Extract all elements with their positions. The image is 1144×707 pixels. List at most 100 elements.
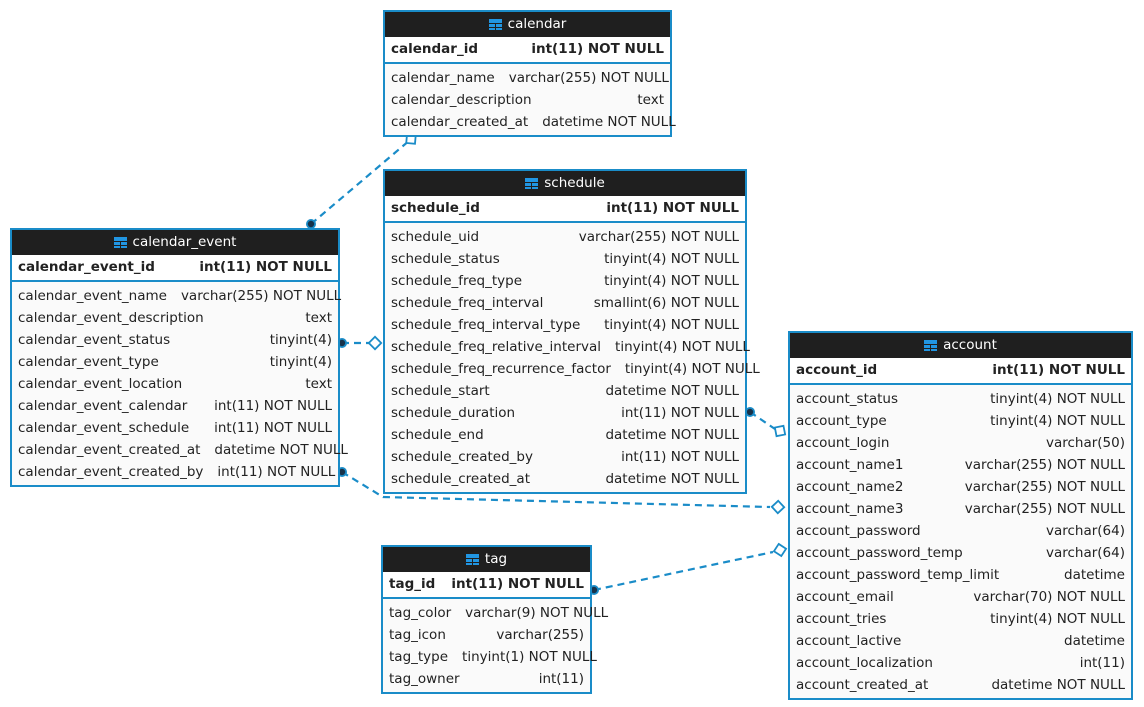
relationship-target-diamond [772, 542, 788, 558]
field-name: tag_owner [389, 671, 460, 687]
field-type: varchar(255) NOT NULL [964, 479, 1125, 495]
field-type: datetime NOT NULL [991, 677, 1125, 693]
field-name: calendar_event_status [18, 332, 171, 348]
entity-header[interactable]: calendar [385, 12, 670, 37]
field-name: account_lactive [796, 633, 902, 649]
entity-name: tag [484, 551, 508, 567]
field-type: int(11) NOT NULL [199, 259, 332, 275]
field-type: int(11) NOT NULL [217, 464, 336, 480]
relationship-tag-account[interactable] [589, 542, 788, 595]
field-name: tag_color [389, 605, 452, 621]
field-name: account_email [796, 589, 894, 605]
entity-table-calendar_event[interactable]: calendar_event calendar_event_id int(11) N… [10, 228, 348, 487]
field-type: tinyint(4) [269, 332, 332, 348]
field-type: text [305, 310, 332, 326]
field-name: account_localization [796, 655, 933, 671]
table-icon [113, 237, 127, 248]
entity-header[interactable]: tag [383, 547, 590, 572]
field-name: calendar_event_schedule [18, 420, 190, 436]
field-name: account_password [796, 523, 921, 539]
field-type: varchar(255) NOT NULL [964, 501, 1125, 517]
field-type: tinyint(4) NOT NULL [615, 339, 750, 355]
field-name: schedule_created_by [391, 449, 533, 465]
field-name: account_tries [796, 611, 887, 627]
field-row: account_name1 varchar(255) NOT NULL [790, 454, 1131, 476]
field-type: tinyint(4) NOT NULL [990, 611, 1125, 627]
field-row: calendar_event_created_by int(11) NOT NUL… [12, 461, 338, 483]
field-type: varchar(255) NOT NULL [964, 457, 1125, 473]
entity-header[interactable]: calendar_event [12, 230, 338, 255]
relationship-target-diamond [367, 335, 383, 351]
field-name: calendar_event_type [18, 354, 159, 370]
field-name: calendar_event_id [18, 259, 155, 275]
field-name: schedule_start [391, 383, 490, 399]
field-name: schedule_freq_interval [391, 295, 544, 311]
field-type: int(11) NOT NULL [531, 41, 664, 57]
field-type: varchar(70) NOT NULL [973, 589, 1125, 605]
field-type: int(11) NOT NULL [214, 398, 332, 414]
field-name: calendar_description [391, 92, 532, 108]
table-icon [924, 340, 938, 351]
field-type: int(11) NOT NULL [621, 449, 739, 465]
field-type: int(11) NOT NULL [621, 405, 739, 421]
entity-name: account [943, 337, 997, 353]
field-type: varchar(9) NOT NULL [465, 605, 609, 621]
field-name: calendar_id [391, 41, 478, 57]
field-name: account_name2 [796, 479, 904, 495]
field-row: calendar_event_schedule int(11) NOT NULL [12, 417, 338, 439]
field-type: varchar(255) NOT NULL [180, 288, 342, 304]
field-type: datetime [1064, 633, 1125, 649]
relationship-schedule-account[interactable] [745, 407, 789, 440]
field-name: calendar_event_created_by [18, 464, 204, 480]
field-row: account_email varchar(70) NOT NULL [790, 586, 1131, 608]
field-type: text [305, 376, 332, 392]
field-type: int(11) NOT NULL [214, 420, 332, 436]
field-type: tinyint(4) NOT NULL [990, 391, 1125, 407]
entity-header[interactable]: account [790, 333, 1131, 358]
field-row: schedule_created_by int(11) NOT NULL [385, 446, 745, 468]
field-name: account_password_temp_limit [796, 567, 1000, 583]
field-name: account_status [796, 391, 899, 407]
entity-header[interactable]: schedule [385, 171, 745, 196]
entity-name: calendar_event [132, 234, 237, 250]
relationship-source-dot [746, 408, 754, 416]
field-name: schedule_duration [391, 405, 516, 421]
field-name: calendar_name [391, 70, 495, 86]
field-name: schedule_end [391, 427, 484, 443]
field-name: schedule_freq_interval_type [391, 317, 581, 333]
field-name: tag_icon [389, 627, 446, 643]
field-name: schedule_created_at [391, 471, 530, 487]
primary-key-row: calendar_id int(11) NOT NULL [385, 37, 670, 62]
field-list: account_status tinyint(4) NOT NULL account… [790, 385, 1131, 698]
relationship-calendar_event-schedule[interactable] [337, 335, 383, 351]
field-name: account_name1 [796, 457, 904, 473]
field-name: account_id [796, 362, 878, 378]
field-type: tinyint(4) NOT NULL [604, 251, 739, 267]
